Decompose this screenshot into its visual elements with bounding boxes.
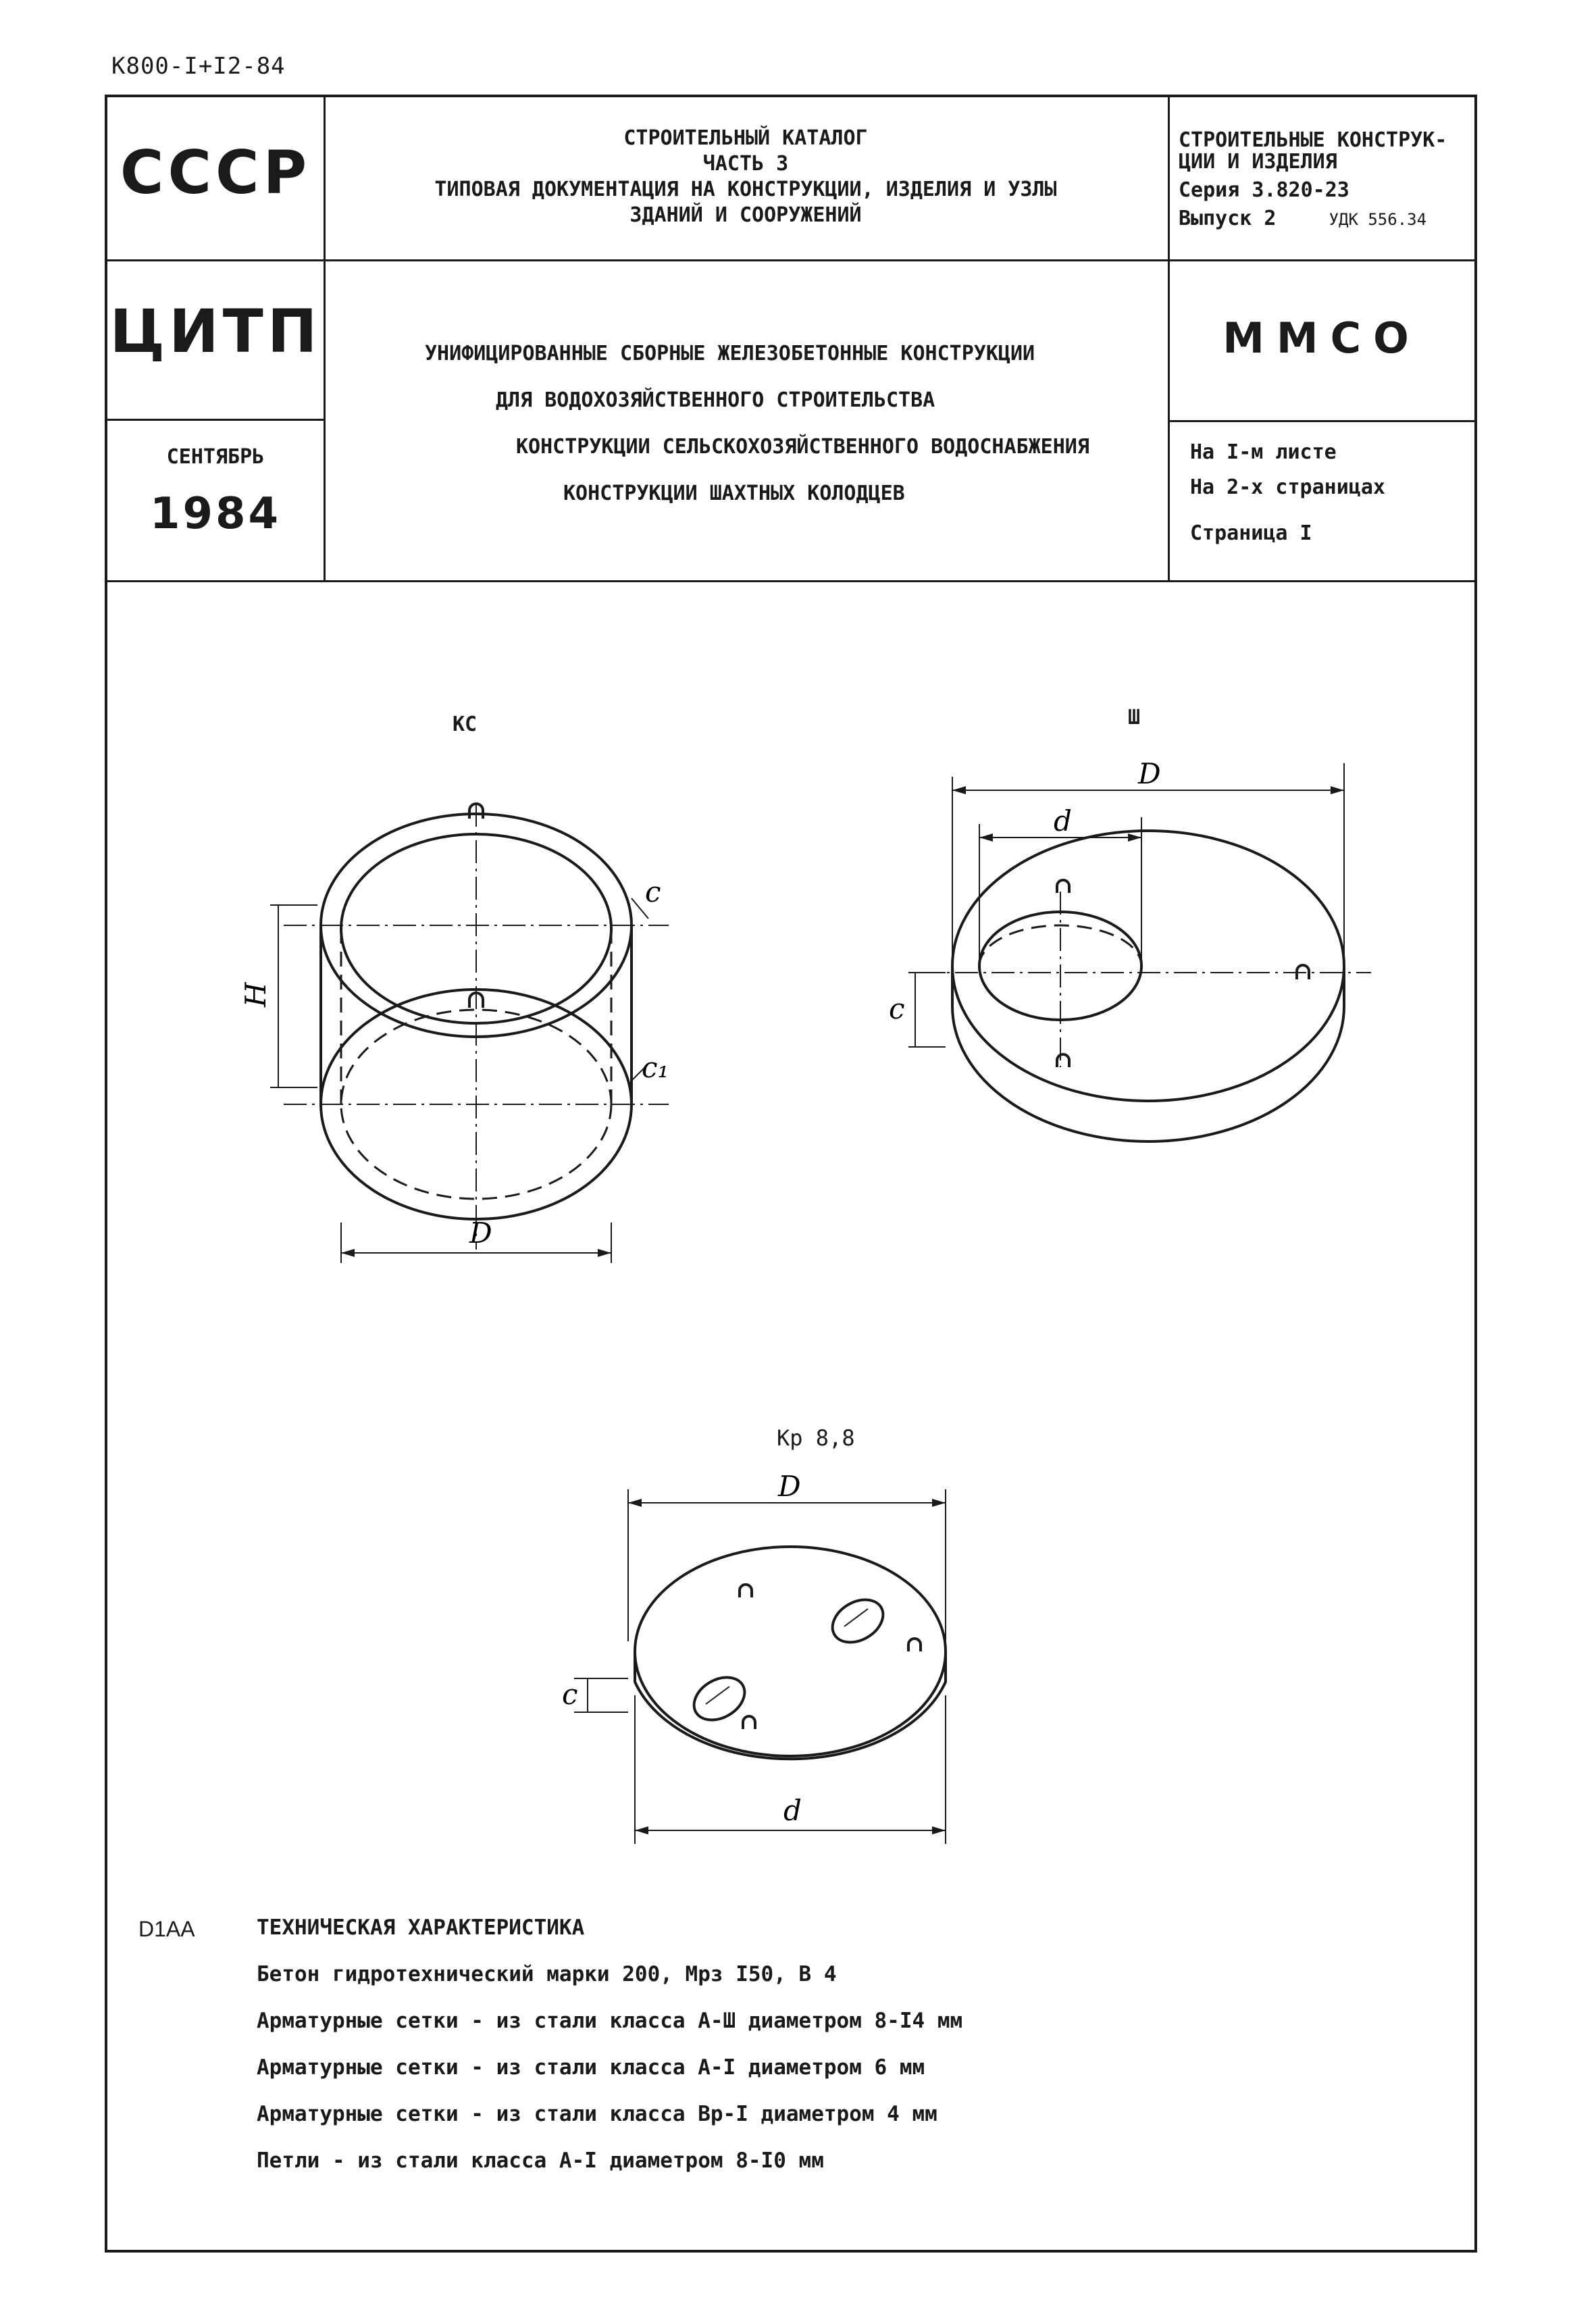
title-line: УНИФИЦИРОВАННЫЕ СБОРНЫЕ ЖЕЛЕЗОБЕТОННЫЕ К… bbox=[425, 342, 1035, 365]
kr-label-d-bottom: d bbox=[783, 1794, 802, 1827]
document-code: К800-I+I2-84 bbox=[111, 53, 286, 80]
country-label: СССР bbox=[120, 138, 311, 207]
series-label: Серия 3.820-23 bbox=[1179, 178, 1349, 202]
specs-block: ТЕХНИЧЕСКАЯ ХАРАКТЕРИСТИКА Бетон гидроте… bbox=[257, 1905, 1439, 2184]
organization-label: ММСО bbox=[1222, 313, 1421, 363]
kr-drawing bbox=[574, 1489, 947, 1844]
divider bbox=[107, 419, 324, 421]
figure-shp: D d c bbox=[889, 757, 1371, 1143]
specs-line: Бетон гидротехнический марки 200, Мрз I5… bbox=[257, 1962, 837, 1986]
section-line: ЦИИ И ИЗДЕЛИЯ bbox=[1179, 150, 1337, 174]
udk-label: УДК 556.34 bbox=[1329, 210, 1427, 229]
kr-label-c: c bbox=[562, 1678, 578, 1711]
catalog-line: СТРОИТЕЛЬНЫЙ КАТАЛОГ bbox=[623, 126, 868, 150]
figure-kr: D c d bbox=[562, 1470, 947, 1844]
title-block: УНИФИЦИРОВАННЫЕ СБОРНЫЕ ЖЕЛЕЗОБЕТОННЫЕ К… bbox=[398, 330, 1168, 517]
specs-line: Арматурные сетки - из стали класса Вр-I … bbox=[257, 2102, 937, 2126]
ks-drawing bbox=[270, 802, 669, 1263]
ks-label-c: c bbox=[645, 875, 661, 908]
year-label: 1984 bbox=[149, 489, 282, 539]
catalog-block: СТРОИТЕЛЬНЫЙ КАТАЛОГ ЧАСТЬ 3 ТИПОВАЯ ДОК… bbox=[324, 126, 1168, 228]
shp-label-d-outer: D bbox=[1137, 757, 1161, 790]
specs-heading: ТЕХНИЧЕСКАЯ ХАРАКТЕРИСТИКА bbox=[257, 1916, 585, 1940]
divider bbox=[1168, 97, 1170, 580]
ks-label-h: H bbox=[239, 981, 272, 1008]
title-line: КОНСТРУКЦИИ ШАХТНЫХ КОЛОДЦЕВ bbox=[563, 482, 905, 505]
shp-label-d-inner: d bbox=[1054, 804, 1072, 838]
section-line: СТРОИТЕЛЬНЫЕ КОНСТРУК- bbox=[1179, 128, 1447, 152]
title-line: КОНСТРУКЦИИ СЕЛЬСКОХОЗЯЙСТВЕННОГО ВОДОСН… bbox=[516, 435, 1089, 459]
figure-ks: c c₁ H D bbox=[239, 802, 669, 1263]
sheet-info: На I-м листе На 2-х страницах Страница I bbox=[1190, 435, 1474, 551]
sheet-info-line: Страница I bbox=[1190, 521, 1312, 545]
sheet-info-line: На 2-х страницах bbox=[1190, 475, 1385, 499]
agency-label: ЦИТП bbox=[109, 297, 321, 366]
ks-label-d: D bbox=[469, 1216, 492, 1250]
specs-line: Петли - из стали класса А-I диаметром 8-… bbox=[257, 2149, 824, 2173]
kr-label-d-outer: D bbox=[777, 1470, 801, 1503]
shp-label-c: c bbox=[889, 992, 905, 1025]
shp-drawing bbox=[908, 763, 1371, 1143]
divider bbox=[107, 580, 1476, 582]
sheet-info-line: На I-м листе bbox=[1190, 440, 1337, 464]
catalog-line: ЗДАНИЙ И СООРУЖЕНИЙ bbox=[629, 203, 862, 227]
divider bbox=[107, 259, 1476, 261]
title-line: ДЛЯ ВОДОХОЗЯЙСТВЕННОГО СТРОИТЕЛЬСТВА bbox=[496, 388, 935, 412]
ks-label-c1: c₁ bbox=[642, 1051, 669, 1084]
page-frame: СССР ЦИТП СЕНТЯБРЬ 1984 СТРОИТЕЛЬНЫЙ КАТ… bbox=[105, 95, 1477, 2253]
month-label: СЕНТЯБРЬ bbox=[166, 445, 265, 469]
divider bbox=[1168, 420, 1476, 422]
divider bbox=[324, 97, 326, 580]
figure-shp-title: Ш bbox=[1128, 706, 1141, 729]
figure-kr-title: Кр 8,8 bbox=[777, 1425, 855, 1451]
catalog-line: ТИПОВАЯ ДОКУМЕНТАЦИЯ НА КОНСТРУКЦИИ, ИЗД… bbox=[434, 178, 1057, 201]
specs-line: Арматурные сетки - из стали класса А-I д… bbox=[257, 2055, 925, 2080]
catalog-line: ЧАСТЬ 3 bbox=[702, 152, 789, 176]
figure-ks-title: КС bbox=[453, 713, 478, 736]
stamp-marker: D1AA bbox=[138, 1917, 195, 1941]
specs-line: Арматурные сетки - из стали класса А-Ш д… bbox=[257, 2009, 963, 2033]
section-block: СТРОИТЕЛЬНЫЕ КОНСТРУК- ЦИИ И ИЗДЕЛИЯ Сер… bbox=[1179, 130, 1476, 230]
issue-label: Выпуск 2 bbox=[1179, 207, 1277, 230]
